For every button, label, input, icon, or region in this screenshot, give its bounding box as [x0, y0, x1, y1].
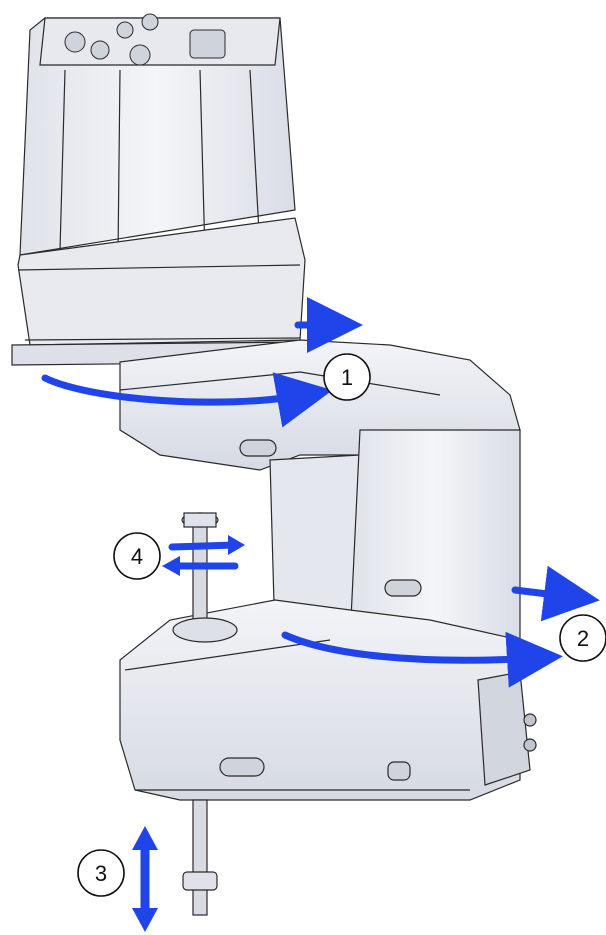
callout-3: 3: [77, 849, 125, 897]
callout-4-circle: [113, 532, 161, 580]
callout-2: 2: [559, 614, 606, 662]
spline-shaft: [172, 512, 238, 916]
motor-housing: [11, 17, 306, 366]
arrow-heads: [132, 535, 245, 932]
vertical-column: [269, 429, 521, 641]
joint-2-rotation-arrow: [281, 631, 563, 688]
second-arm: [119, 599, 537, 801]
callout-2-circle: [559, 614, 606, 662]
callout-1: 1: [323, 353, 371, 401]
callout-4-label: 4: [131, 544, 143, 569]
joint-4-rotation-arrow-top: [168, 541, 239, 551]
callout-3-circle: [77, 849, 125, 897]
callout-4: 4: [113, 532, 161, 580]
connector-cluster: [64, 13, 226, 66]
callout-3-label: 3: [95, 861, 107, 886]
motion-arrows: [41, 297, 600, 920]
joint-2-side-arrow: [511, 565, 600, 622]
joint-1-rotation-arrow: [41, 372, 333, 428]
callout-2-label: 2: [577, 626, 589, 651]
callout-1-label: 1: [341, 365, 353, 390]
callout-1-circle: [323, 353, 371, 401]
